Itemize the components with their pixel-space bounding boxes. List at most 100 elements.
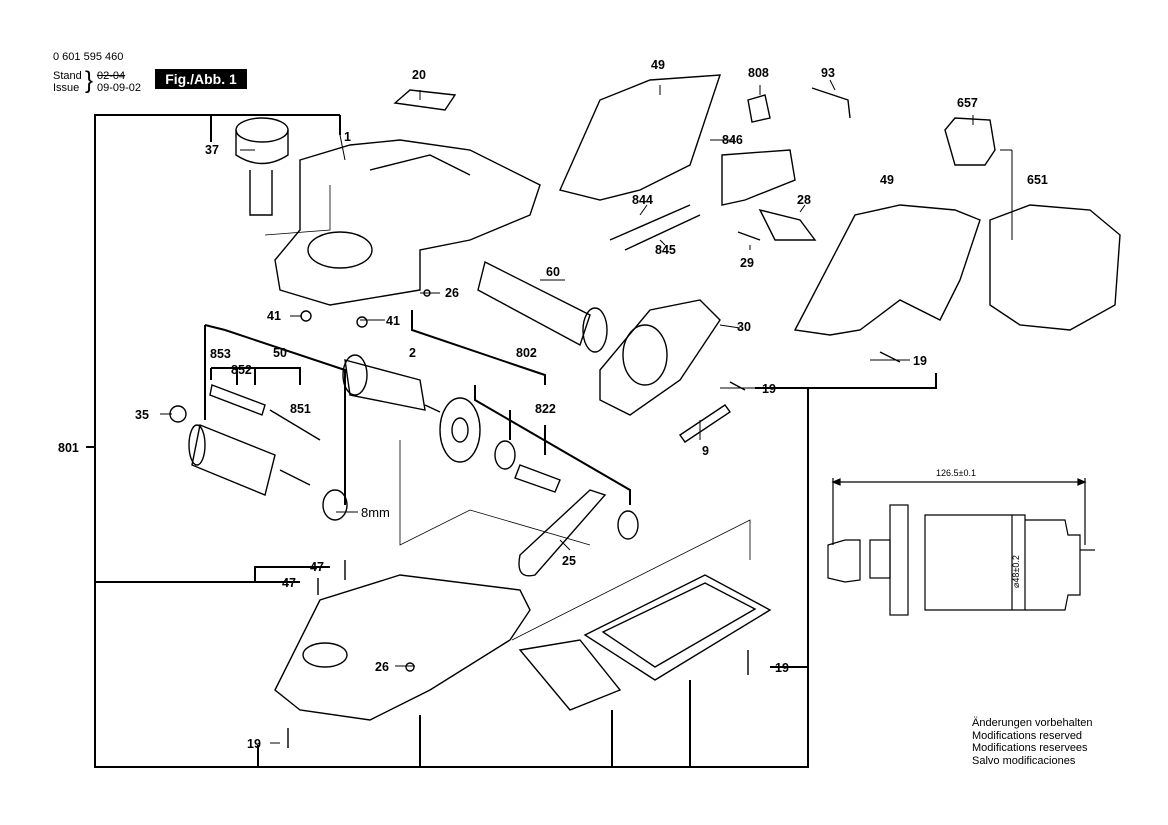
callout-802: 802 [516, 346, 537, 360]
part-35 [169, 405, 187, 423]
note-line: Salvo modificaciones [972, 754, 1076, 767]
motor-diameter-dimension: ⌀48±0.2 [1011, 555, 1021, 588]
guide-line-1 [264, 185, 331, 236]
callout-93: 93 [821, 66, 835, 80]
callout-9: 9 [702, 444, 709, 458]
part-screw-19-top [879, 351, 901, 363]
part-sole-grid [601, 582, 757, 668]
part-label-plate [393, 89, 457, 111]
callout-808: 808 [748, 66, 769, 80]
callout-845: 845 [655, 243, 676, 257]
part-screw-26-bottom [405, 662, 415, 672]
part-808 [747, 94, 771, 123]
callout-26-bottom: 26 [375, 660, 389, 674]
group-brackets [86, 114, 937, 768]
note-line: Änderungen vorbehalten [972, 717, 1093, 729]
callout-19-right: 19 [775, 661, 789, 675]
part-bearing-left [494, 440, 516, 470]
part-drum-end [188, 424, 206, 466]
callout-50: 50 [273, 346, 287, 360]
part-cable-844 [609, 204, 691, 241]
part-upper-housing [274, 139, 541, 306]
part-belt [518, 489, 607, 577]
part-knob [235, 117, 289, 143]
callout-20: 20 [412, 68, 426, 82]
part-base-port [302, 642, 348, 668]
part-plate-9 [679, 404, 731, 443]
part-battery [989, 204, 1121, 331]
part-ejector-port [622, 324, 668, 386]
part-switch [721, 149, 796, 206]
callout-37: 37 [205, 143, 219, 157]
part-base-housing [274, 574, 531, 721]
part-handle-cover [559, 74, 721, 201]
guide-line-2 [399, 440, 591, 546]
callout-852: 852 [231, 363, 252, 377]
part-822-plate [518, 639, 622, 711]
callout-49-top: 49 [651, 58, 665, 72]
belt-width-label: 8mm [361, 505, 390, 520]
part-motor [344, 359, 426, 411]
callout-41-right: 41 [386, 314, 400, 328]
figure-label: Fig./Abb. 1 [155, 69, 247, 89]
callout-47-bottom: 47 [282, 576, 296, 590]
part-fan [439, 397, 481, 463]
part-bearing-right [617, 510, 639, 540]
callout-labels: 20 1 37 49 808 93 657 846 49 651 844 28 … [58, 58, 1048, 751]
part-nut-right [356, 316, 368, 328]
callout-1: 1 [344, 130, 351, 144]
part-cable-845 [624, 214, 701, 251]
callout-29: 29 [740, 256, 754, 270]
part-blade-holder [209, 384, 266, 416]
part-tube [477, 260, 591, 347]
callout-651: 651 [1027, 173, 1048, 187]
part-spring-29 [737, 231, 761, 241]
part-hex-key [811, 87, 851, 119]
callout-851: 851 [290, 402, 311, 416]
callout-35: 35 [135, 408, 149, 422]
part-shaft [514, 464, 561, 493]
note-line: Modifications reservees [972, 742, 1088, 754]
callout-41-left: 41 [267, 309, 281, 323]
part-sole-plate [583, 574, 772, 681]
callout-49-right: 49 [880, 173, 894, 187]
leader-lines [160, 79, 1013, 744]
callout-822: 822 [535, 402, 556, 416]
callout-26-top: 26 [445, 286, 459, 300]
part-grip-housing [793, 204, 981, 336]
part-tube-end [582, 307, 608, 353]
callout-19-grip: 19 [913, 354, 927, 368]
part-screw-26-top [423, 289, 431, 297]
part-number: 0 601 595 460 [53, 51, 124, 63]
part-screw-19-mid [729, 381, 746, 391]
callout-60: 60 [546, 265, 560, 279]
motor-inset [827, 478, 1095, 616]
part-drum [191, 424, 276, 496]
part-cap-657 [944, 117, 996, 166]
part-knob-shaft [249, 170, 273, 216]
part-housing-ridge [369, 154, 471, 176]
part-pulley [322, 489, 348, 521]
callout-19-bottom: 19 [247, 737, 261, 751]
stand-label: Stand [53, 70, 82, 82]
part-housing-port [307, 231, 373, 269]
callout-19-mid: 19 [762, 382, 776, 396]
part-drawings [169, 74, 1121, 748]
part-motor-shaft [424, 404, 441, 413]
part-blade-851 [269, 409, 321, 441]
part-motor-end [342, 354, 368, 396]
callout-25: 25 [562, 554, 576, 568]
motor-length-dimension: 126.5±0.1 [936, 468, 976, 478]
notes-block: Änderungen vorbehalten Modifications res… [972, 717, 1092, 767]
part-chip-ejector [599, 299, 721, 416]
callout-28: 28 [797, 193, 811, 207]
part-28 [758, 208, 817, 241]
callout-30: 30 [737, 320, 751, 334]
callout-846: 846 [722, 133, 743, 147]
callout-657: 657 [957, 96, 978, 110]
part-drum-shaft [279, 469, 311, 486]
part-knob-body [235, 130, 289, 165]
issue-date: 09-09-02 [97, 82, 142, 94]
issue-label: Issue [53, 82, 80, 94]
